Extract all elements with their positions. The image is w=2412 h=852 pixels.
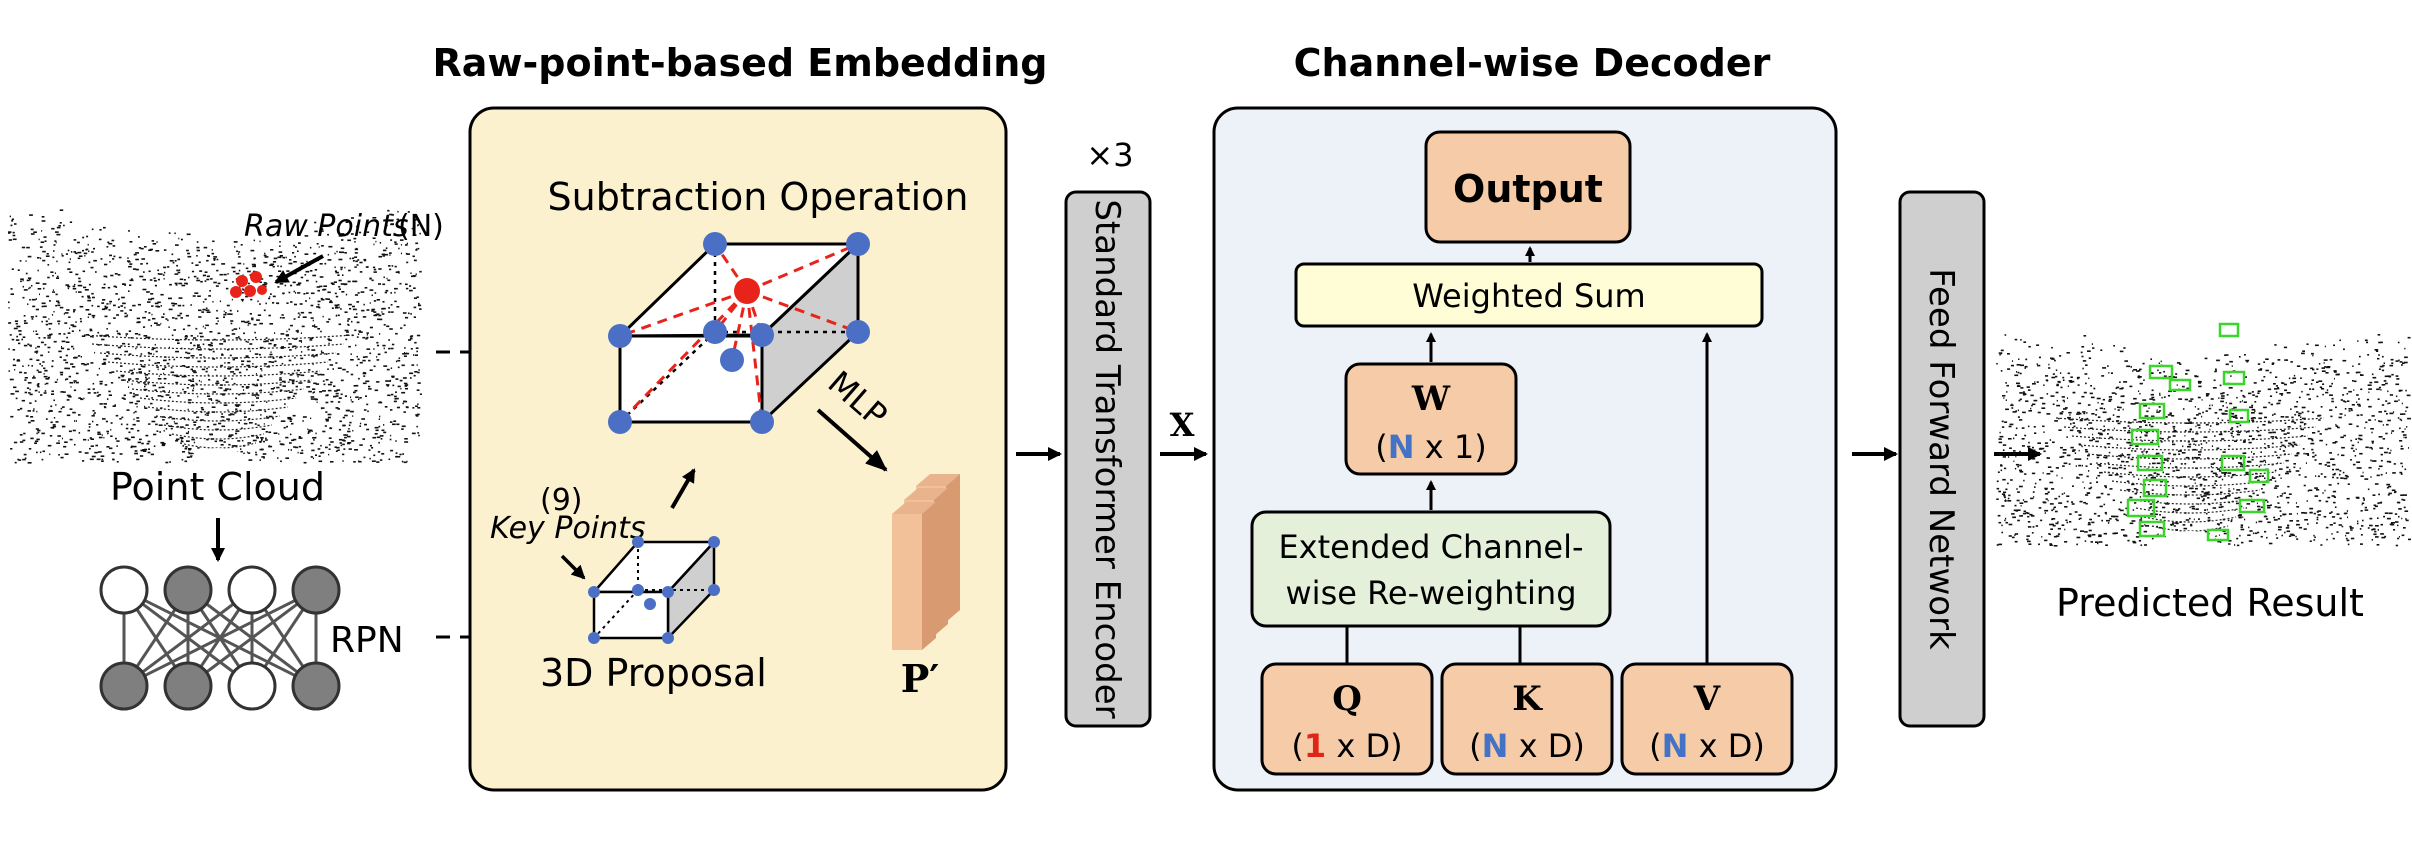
prediction-box-0	[2218, 322, 2240, 338]
feed-forward-network-block	[1898, 190, 1986, 728]
key-points-count: (9)	[540, 483, 583, 518]
weighted-sum-box	[1294, 262, 1764, 328]
key-points-label: Key Points	[490, 511, 646, 546]
predicted-result-label: Predicted Result	[2056, 581, 2364, 625]
3d-proposal-label: 3D Proposal	[540, 651, 767, 695]
rpn-node-0	[99, 565, 149, 615]
embedding-title: Raw-point-based Embedding	[433, 41, 1048, 85]
rpn-node-5	[163, 661, 213, 711]
reweighting-label-line2: wise Re-weighting	[1286, 574, 1577, 612]
prediction-box-6	[2142, 478, 2168, 498]
k-box	[1440, 662, 1614, 776]
prediction-box-13	[2206, 528, 2230, 542]
prediction-box-5	[2136, 454, 2164, 472]
prediction-box-3	[2138, 402, 2166, 420]
key-points-arrow	[560, 554, 586, 580]
reweighting-label-line1: Extended Channel-	[1278, 528, 1583, 566]
rpn-node-7	[291, 661, 341, 711]
w-label: W	[1411, 379, 1451, 419]
rpn-label: RPN	[330, 620, 404, 661]
predicted-boxes	[2126, 322, 2270, 542]
raw-points-label: Raw Points	[244, 209, 409, 244]
v-dimension: (N x D)	[1649, 727, 1765, 765]
w-dimension: (N x 1)	[1375, 428, 1486, 466]
prediction-box-9	[2222, 370, 2246, 386]
p-prime-label: P′	[901, 656, 940, 701]
prediction-box-14	[2248, 468, 2270, 484]
p-prime-feature-stack	[892, 474, 960, 650]
rpn-node-1	[163, 565, 213, 615]
v-label: V	[1693, 679, 1721, 719]
x-label: X	[1170, 406, 1195, 444]
rpn-network-icon	[99, 565, 341, 711]
mlp-arrow	[816, 408, 888, 472]
rpn-node-3	[291, 565, 341, 615]
raw-points-count: (N)	[398, 209, 444, 244]
transformer-encoder-label: Standard Transformer Encoder	[1087, 199, 1127, 718]
prediction-box-7	[2126, 498, 2156, 518]
proposal-to-cube-arrow	[670, 468, 696, 510]
subtraction-cube	[608, 232, 870, 434]
k-dimension: (N x D)	[1469, 727, 1585, 765]
output-label: Output	[1453, 167, 1603, 211]
raw-points-arrow	[274, 254, 324, 284]
prediction-box-11	[2220, 454, 2246, 472]
input-point-cloud-image	[8, 209, 422, 468]
predicted-result-image	[1996, 334, 2411, 551]
transformer-encoder-block	[1064, 190, 1152, 728]
rpn-node-2	[227, 565, 277, 615]
raw-points-red-cluster	[230, 271, 267, 298]
q-label: Q	[1332, 679, 1362, 719]
subtraction-operation-label: Subtraction Operation	[547, 175, 968, 219]
output-box	[1424, 130, 1632, 244]
k-label: K	[1512, 679, 1543, 719]
w-box	[1344, 362, 1518, 476]
prediction-box-4	[2130, 428, 2160, 446]
point-cloud-label: Point Cloud	[110, 465, 325, 509]
prediction-box-2	[2168, 378, 2192, 392]
decoder-title: Channel-wise Decoder	[1294, 41, 1771, 85]
prediction-box-1	[2148, 364, 2174, 380]
weighted-sum-label: Weighted Sum	[1412, 277, 1645, 315]
ffn-label: Feed Forward Network	[1921, 268, 1961, 650]
rpn-node-6	[227, 661, 277, 711]
reweighting-box	[1250, 510, 1612, 628]
q-dimension: (1 x D)	[1291, 727, 1402, 765]
encoder-repeat-label: ×3	[1086, 136, 1133, 174]
proposal-small-cube	[588, 536, 720, 644]
prediction-box-8	[2138, 520, 2166, 538]
rpn-node-4	[99, 661, 149, 711]
prediction-box-10	[2228, 408, 2250, 424]
prediction-box-12	[2238, 498, 2266, 514]
